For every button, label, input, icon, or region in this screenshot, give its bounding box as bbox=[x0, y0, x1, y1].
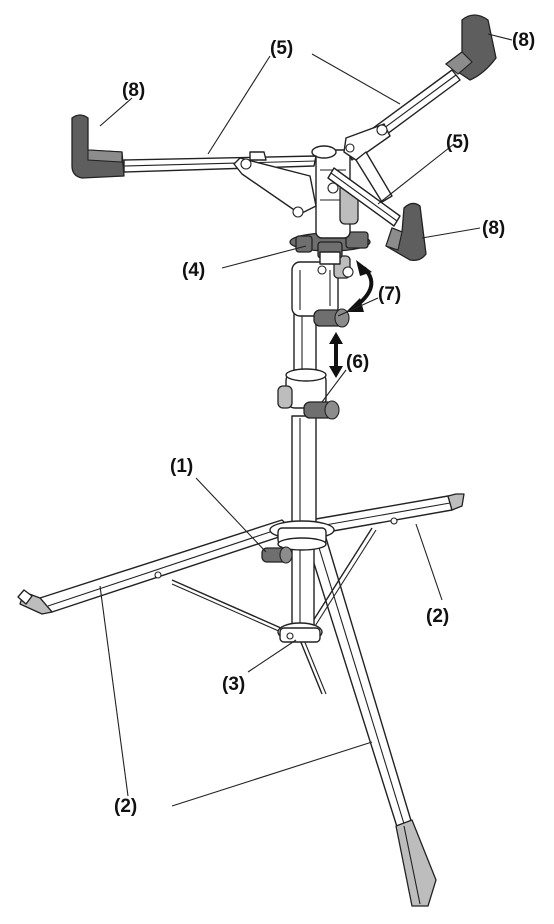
lower-pole bbox=[291, 415, 317, 627]
rubber-grip-front bbox=[385, 202, 427, 262]
rubber-grip-right-rear bbox=[445, 14, 497, 81]
rubber-grip-left bbox=[71, 114, 125, 179]
basket-arm-front bbox=[327, 151, 401, 227]
leg-hinge-upper bbox=[269, 520, 335, 551]
callout-6-height-clamp: (6) bbox=[346, 352, 369, 373]
callout-3-brace-bracket: (3) bbox=[222, 674, 245, 695]
basket-arm-left bbox=[123, 151, 317, 218]
callout-8-grip-front: (8) bbox=[482, 218, 505, 239]
tilt-rotation-arrow bbox=[346, 260, 374, 312]
tripod-leg-left bbox=[17, 519, 295, 615]
callout-7-tilt-joint: (7) bbox=[378, 284, 401, 305]
basket-hub bbox=[311, 145, 359, 239]
callout-4-wing-nut: (4) bbox=[182, 260, 205, 281]
brace-bracket-lower bbox=[277, 622, 323, 643]
callout-8-grip-left: (8) bbox=[122, 80, 145, 101]
tilt-joint bbox=[291, 255, 354, 328]
height-adjust-arrow bbox=[329, 332, 343, 378]
callout-5-basket-arm-front: (5) bbox=[446, 132, 469, 153]
callout-2-leg-left: (2) bbox=[114, 796, 137, 817]
tripod-leg-front bbox=[305, 537, 437, 907]
callout-8-grip-right-rear: (8) bbox=[512, 30, 535, 51]
basket-wing-nut bbox=[289, 231, 371, 265]
leg-tension-bolt bbox=[261, 546, 293, 564]
leg-braces bbox=[171, 527, 377, 695]
callout-1-leg-tension-bolt: (1) bbox=[170, 456, 193, 477]
height-clamp bbox=[277, 368, 340, 420]
callout-2-leg-right: (2) bbox=[426, 606, 449, 627]
callout-5-basket-arm-top: (5) bbox=[270, 38, 293, 59]
basket-arm-right bbox=[343, 69, 461, 161]
leader-lines bbox=[99, 33, 513, 807]
